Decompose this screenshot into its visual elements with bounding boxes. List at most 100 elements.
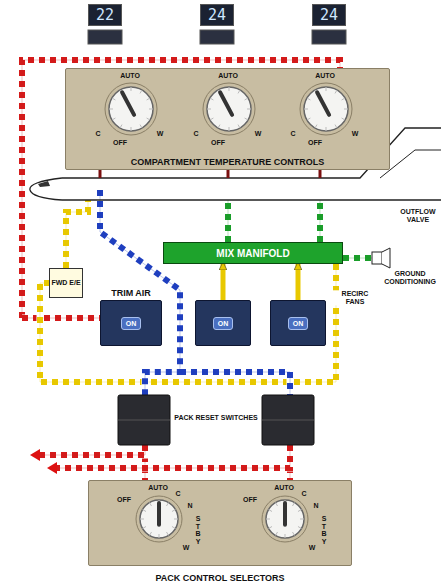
ppanel-node: PACK CONTROL SELECTORS (88, 480, 352, 585)
knob-ring (105, 83, 157, 135)
selector-position: C (301, 490, 306, 498)
duct-edge (180, 372, 290, 395)
pack-reset-switch (118, 395, 314, 445)
selector-position: OFF (243, 496, 257, 504)
equipment-bay-label: FWD E/E (51, 279, 80, 287)
knob-grip (210, 118, 213, 120)
duct-base (40, 445, 145, 455)
knob-grip (143, 510, 146, 512)
display-node: 22 (88, 4, 122, 26)
knob-grip (304, 109, 308, 110)
knob-grip (342, 118, 345, 120)
knob-grip (120, 125, 122, 128)
fwd-node: FWD E/E (49, 268, 83, 298)
duct-stripe (317, 200, 323, 242)
knob-ring (262, 496, 308, 542)
zone-link (100, 170, 320, 178)
knob-grip (167, 503, 169, 506)
knob-grip (210, 98, 213, 100)
flow-arrow (30, 449, 57, 474)
knob-grip (150, 503, 152, 506)
knob-set (66, 69, 391, 171)
duct-base (100, 190, 180, 395)
knob-grip (247, 109, 251, 110)
knob-grip (229, 127, 230, 131)
knob-grip (131, 127, 132, 131)
knob (109, 87, 153, 131)
duct-edge (40, 264, 336, 382)
manifold-label: MIX MANIFOLD (216, 248, 289, 259)
knob-grip (140, 125, 142, 128)
manifold-node: MIX MANIFOLD (163, 242, 343, 264)
part-label: OUTFLOW VALVE (396, 208, 440, 223)
push-button: ON (195, 300, 251, 346)
duct-edge (57, 445, 290, 468)
knob-pointer (122, 92, 134, 115)
knob-pointer (220, 92, 232, 115)
knob-grip (140, 519, 144, 520)
selector-position: OFF (211, 139, 225, 147)
selector-position: W (255, 130, 262, 138)
knob-grip (335, 90, 337, 93)
knob-grip (147, 118, 150, 120)
duct-base (225, 200, 232, 242)
knob-grip (298, 510, 301, 512)
duct-edge (228, 200, 229, 242)
button-heading: TRIM AIR (100, 286, 162, 300)
duct-base (57, 445, 290, 468)
knob-ring (136, 496, 182, 542)
part-label: PACK RESET SWITCHES (173, 414, 259, 422)
knob-grip (245, 98, 248, 100)
selector-position: STBY (321, 515, 328, 546)
duct-edge (40, 445, 145, 455)
push-button: ON (100, 300, 162, 346)
knob-grip (293, 503, 295, 506)
knob-grip (307, 118, 310, 120)
selector-position: OFF (117, 496, 131, 504)
knob-grip (149, 109, 153, 110)
selector-position: AUTO (218, 72, 238, 80)
part-label: RECIRC FANS (333, 290, 377, 305)
ground-connector (372, 248, 390, 268)
selector-position: AUTO (315, 72, 335, 80)
panel-title: PACK CONTROL SELECTORS (88, 573, 352, 583)
knob-grip (344, 109, 348, 110)
duct-base (180, 372, 290, 395)
knob-grip (269, 510, 272, 512)
knob-grip (112, 118, 115, 120)
duct-base (40, 264, 336, 382)
knob-pointer (157, 503, 161, 525)
knob-grip (298, 527, 301, 529)
knob-grip (172, 527, 175, 529)
knob-grip (285, 534, 286, 538)
air-flow-arrow (296, 264, 301, 300)
selector-position: N (187, 502, 192, 510)
knob (207, 87, 251, 131)
knob-ring (300, 83, 352, 135)
knob-grip (276, 503, 278, 506)
temperature-readout: 22 (96, 6, 114, 24)
knob-grip (326, 127, 327, 131)
knob-grip (218, 125, 220, 128)
knob-pointer (317, 92, 329, 115)
selector-position: N (313, 502, 318, 510)
button-label: ON (213, 317, 234, 330)
duct-base (343, 255, 372, 262)
knob-grip (245, 118, 248, 120)
knob-grip (342, 98, 345, 100)
knob-grip (307, 98, 310, 100)
duct-stripe (343, 255, 372, 261)
display-node: 24 (200, 4, 234, 26)
temperature-readout: 24 (208, 6, 226, 24)
selector-position: STBY (195, 515, 202, 546)
knob-grip (266, 519, 270, 520)
knob-grip (326, 87, 327, 91)
display-node: 24 (312, 4, 346, 26)
duct-base (317, 200, 324, 242)
knob-pointer (283, 503, 287, 525)
duct-stripe (40, 445, 145, 455)
duct-stripe (66, 200, 88, 268)
duct-stripe (225, 200, 231, 242)
knob-grip (207, 109, 211, 110)
